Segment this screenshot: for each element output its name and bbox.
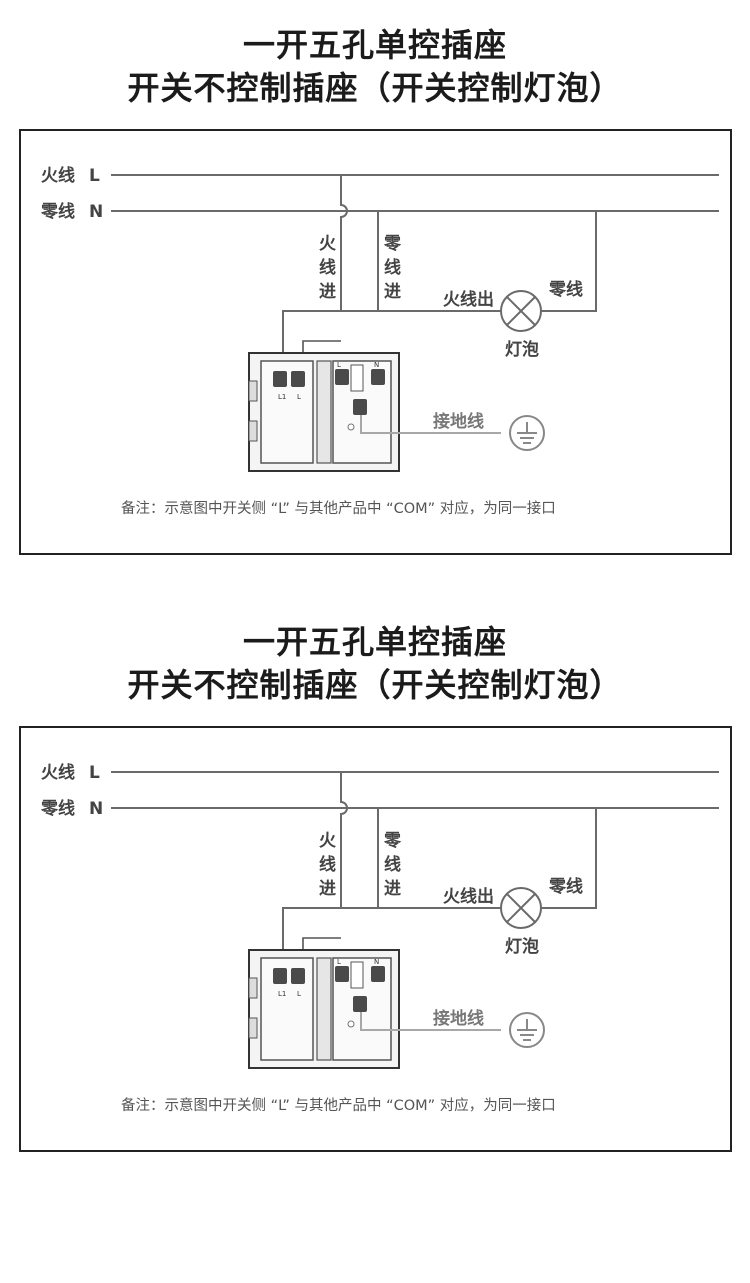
terminal-l1-label: L1 bbox=[278, 393, 286, 401]
wiring-diagram: 火线 L 零线 N 火 线 进 零 线 进 火线出 灯泡 零线 bbox=[40, 165, 719, 517]
live-out-wire bbox=[282, 310, 501, 371]
lamp-neutral-label: 零线 bbox=[548, 279, 583, 300]
live-letter: L bbox=[89, 166, 100, 186]
wiring-diagram: 火线 L 零线 N 火 线 进 零 线 进 火线出 灯泡 零线 bbox=[40, 762, 719, 1114]
switch-socket-device bbox=[248, 949, 400, 1069]
neutral-in-label-1: 零 bbox=[383, 831, 402, 851]
neutral-letter: N bbox=[89, 799, 103, 819]
title-line-1: 一开五孔单控插座 bbox=[242, 623, 507, 661]
terminal-l-label: L bbox=[297, 393, 301, 401]
live-label: 火线 bbox=[41, 762, 75, 783]
lamp-neutral-label: 零线 bbox=[548, 876, 583, 897]
live-in-label-3: 进 bbox=[319, 879, 336, 899]
bulb-label: 灯泡 bbox=[505, 339, 539, 360]
live-out-wire bbox=[282, 907, 501, 968]
ground-icon bbox=[509, 415, 545, 451]
socket-l-label: L bbox=[337, 361, 341, 369]
switch-socket-device bbox=[248, 352, 400, 472]
neutral-label: 零线 bbox=[40, 201, 75, 222]
note-text: 备注：示意图中开关侧 “L” 与其他产品中 “COM” 对应，为同一接口 bbox=[121, 1096, 556, 1114]
live-in-label-2: 线 bbox=[319, 854, 336, 875]
wiring-diagram-panel: 火线 L 零线 N 火 线 进 零 线 进 火线出 灯泡 零线 bbox=[19, 726, 732, 1152]
live-label: 火线 bbox=[41, 165, 75, 186]
neutral-in-label-1: 零 bbox=[383, 234, 402, 254]
neutral-letter: N bbox=[89, 202, 103, 222]
title-line-1: 一开五孔单控插座 bbox=[242, 26, 507, 64]
neutral-label: 零线 bbox=[40, 798, 75, 819]
neutral-in-label-2: 线 bbox=[384, 257, 401, 278]
socket-l-label: L bbox=[337, 958, 341, 966]
ground-wire bbox=[360, 415, 501, 434]
live-in-label-3: 进 bbox=[319, 282, 336, 302]
wiring-diagram-panel: 火线 L 零线 N 火 线 进 零 线 进 火线出 灯泡 零线 bbox=[19, 129, 732, 555]
terminal-l1-label: L1 bbox=[278, 990, 286, 998]
live-in-label-2: 线 bbox=[319, 257, 336, 278]
live-out-label: 火线出 bbox=[443, 289, 494, 310]
bulb-icon bbox=[500, 887, 542, 929]
lamp-neutral-wire bbox=[541, 211, 597, 312]
terminal-l-label: L bbox=[297, 990, 301, 998]
ground-label: 接地线 bbox=[433, 1008, 484, 1029]
bulb-label: 灯泡 bbox=[505, 936, 539, 957]
ground-label: 接地线 bbox=[433, 411, 484, 432]
ground-wire bbox=[360, 1012, 501, 1031]
title-line-2: 开关不控制插座（开关控制灯泡） bbox=[127, 69, 623, 107]
neutral-in-label-3: 进 bbox=[384, 282, 401, 302]
live-in-label-1: 火 bbox=[319, 234, 337, 254]
ground-icon bbox=[509, 1012, 545, 1048]
neutral-in-label-2: 线 bbox=[384, 854, 401, 875]
live-in-label-1: 火 bbox=[319, 831, 337, 851]
live-in-wire bbox=[340, 772, 348, 908]
neutral-in-label-3: 进 bbox=[384, 879, 401, 899]
note-text: 备注：示意图中开关侧 “L” 与其他产品中 “COM” 对应，为同一接口 bbox=[121, 499, 556, 517]
live-in-wire bbox=[340, 175, 348, 311]
live-letter: L bbox=[89, 763, 100, 783]
socket-n-label: N bbox=[374, 361, 379, 369]
lamp-neutral-wire bbox=[541, 808, 597, 909]
title-line-2: 开关不控制插座（开关控制灯泡） bbox=[127, 666, 623, 704]
live-out-label: 火线出 bbox=[443, 886, 494, 907]
socket-n-label: N bbox=[374, 958, 379, 966]
bulb-icon bbox=[500, 290, 542, 332]
